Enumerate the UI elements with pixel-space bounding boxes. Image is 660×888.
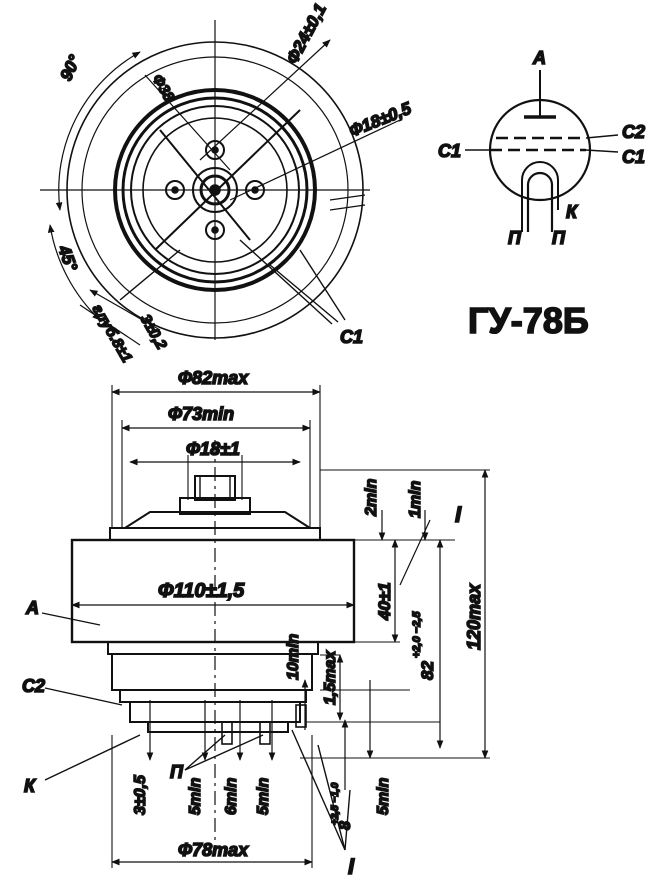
- h-8-tol-label: +2,5 −1,0: [330, 782, 341, 825]
- h-5min-c-label: 5min: [375, 777, 392, 815]
- pin: [259, 721, 271, 745]
- c1-leader: [239, 239, 333, 325]
- depth-label: глуб.8±1: [89, 302, 136, 366]
- I-top-leader: [399, 519, 431, 586]
- symbol-heater-right-label: П: [552, 228, 566, 248]
- h-2min-label: 2min: [363, 478, 380, 517]
- P-leader: [184, 734, 264, 771]
- K-leader: [44, 734, 141, 781]
- pin: [295, 704, 307, 728]
- dia-24-label: Ф24±0,1: [283, 0, 330, 66]
- grid-c1-label: С1: [340, 327, 363, 347]
- tab-line: [329, 204, 366, 211]
- side-I-top-label: I: [455, 502, 462, 527]
- h-5min-b-label: 5min: [255, 777, 272, 815]
- symbol-cathode-label: К: [566, 202, 579, 222]
- c1-leader: [299, 249, 346, 321]
- A-leader: [41, 612, 101, 626]
- dia24-leader: [199, 39, 331, 161]
- symbol-c1-right-label: С1: [622, 147, 645, 167]
- grid-spoke: [154, 109, 301, 251]
- pin-hole-left: [165, 180, 185, 200]
- pin-dot: [171, 186, 179, 194]
- c2-lead: [585, 134, 619, 139]
- side-I-bottom-label: I: [348, 854, 355, 879]
- I-bottom-leader: [291, 729, 346, 851]
- c2-ring: [119, 689, 307, 703]
- pin: [221, 721, 233, 745]
- inner-ring: [142, 117, 288, 263]
- h-82-label: 82: [418, 661, 437, 680]
- dia-82-label: Ф82max: [178, 368, 249, 388]
- pin-hole-top: [205, 140, 225, 160]
- dia18-leader: [229, 119, 401, 201]
- side-p-label: П: [170, 762, 184, 782]
- h-1-5max-label: 1,5max: [322, 650, 339, 705]
- h-40-label: 40±1: [375, 582, 394, 621]
- tab-line: [329, 194, 366, 201]
- dia-110-label: Ф110±1,5: [158, 580, 245, 602]
- angle-45-label: 45°: [54, 242, 81, 274]
- radiator-top: [124, 511, 311, 529]
- dia38-leader: [144, 74, 231, 171]
- pin-hole-bottom: [205, 220, 225, 240]
- heater-filament: [526, 171, 554, 232]
- dia-18-side-label: Ф18±1: [186, 439, 240, 459]
- dia-78-label: Ф78max: [178, 840, 249, 860]
- dia-18-label: Ф18±0,5: [346, 98, 414, 140]
- base-ring: [147, 721, 289, 733]
- I-bottom-leader: [317, 744, 346, 851]
- side-k-label: К: [24, 776, 37, 796]
- P-leader: [184, 734, 226, 771]
- angle-90-arc: [55, 51, 141, 211]
- h-120-label: 120max: [464, 583, 484, 650]
- h-6min-label: 6min: [223, 777, 240, 815]
- ceramic-ring: [111, 653, 313, 691]
- cathode-line: [521, 161, 559, 232]
- angle-45-arc: [47, 224, 101, 321]
- h-10min-label: 10min: [285, 634, 302, 680]
- dia-73-label: Ф73min: [168, 404, 234, 424]
- dim-3-label: 3±0,2: [137, 312, 171, 353]
- pin-hole-right: [245, 180, 265, 200]
- depth-leader: [79, 304, 141, 346]
- top-view: 90° 45° Ф38 Ф24±0,1 Ф18±0,5 глуб.8±1 3±0…: [40, 0, 415, 366]
- center-pin: [199, 174, 231, 206]
- h-82-tol-label: +2,0 −2,5: [411, 611, 423, 658]
- symbol-c2-label: С2: [622, 122, 645, 142]
- side-c2-label: С2: [22, 676, 45, 696]
- symbol-c1-left-label: С1: [438, 141, 461, 161]
- symbol-anode-label: А: [532, 48, 546, 68]
- side-anode-label: А: [25, 598, 39, 618]
- h-8-label: 8: [337, 821, 354, 830]
- depth-leader: [89, 289, 161, 331]
- c1-lead-right: [585, 149, 619, 153]
- h-5min-a-label: 5min: [187, 777, 204, 815]
- grid-spoke: [119, 249, 181, 301]
- c1-leader: [269, 264, 339, 323]
- center-pin-ring: [192, 167, 238, 213]
- tube-title: ГУ-78Б: [468, 300, 589, 341]
- symbol-heater-left-label: П: [508, 228, 522, 248]
- pin-dot: [211, 226, 219, 234]
- angle-90-label: 90°: [56, 52, 84, 84]
- side-view: Ф82max Ф73min Ф18±1 Ф110±1,5 Ф78max 2min…: [21, 367, 490, 880]
- I-bottom-leader: [344, 789, 351, 851]
- h-3-label: 3±0,5: [132, 774, 149, 815]
- tube-symbol: А С1 С2 С1 К П П: [437, 47, 646, 249]
- h-1min-label: 1min: [407, 480, 424, 518]
- grid-spoke: [159, 129, 251, 241]
- C2-leader: [44, 687, 123, 706]
